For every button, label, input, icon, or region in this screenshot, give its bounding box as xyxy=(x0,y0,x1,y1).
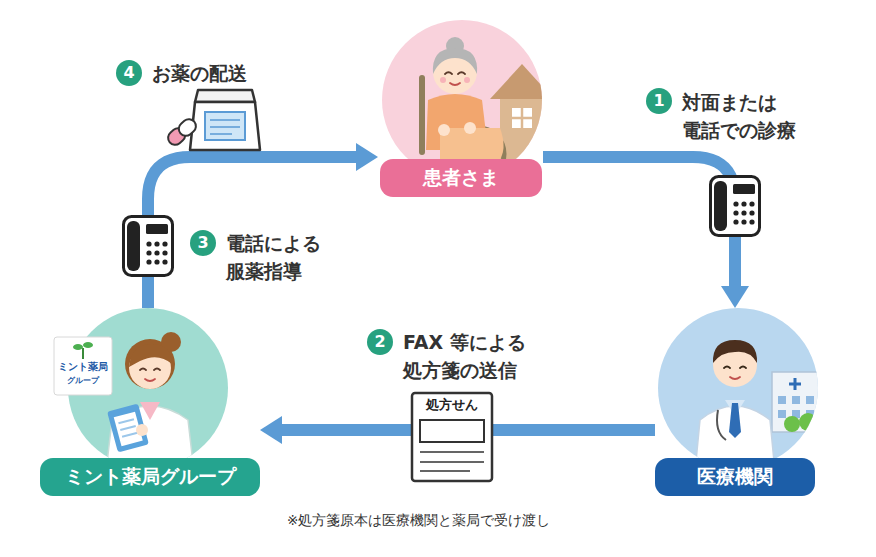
patient-illustration-part-part xyxy=(464,122,476,134)
medicine-bag-part xyxy=(165,116,199,147)
patient-illustration-part-part xyxy=(464,77,470,83)
hospital-illustration-part-part xyxy=(784,416,800,432)
pharmacist-illustration-part-part xyxy=(136,424,148,436)
pharmacist-illustration-part-part xyxy=(145,379,155,381)
pharmacy-logo-part xyxy=(54,337,112,395)
pharmacist-illustration-part xyxy=(106,332,194,472)
node-band: 医療機関 xyxy=(655,458,815,496)
label-box: ※処方箋原本は医療機関と薬局で受け渡し xyxy=(287,511,617,529)
pharmacist-illustration-part-part-part xyxy=(118,419,137,437)
hospital-illustration-part-part xyxy=(772,372,824,432)
label-box: FAX 等による 処方箋の送信 xyxy=(403,328,553,384)
step-text: FAX 等による 処方箋の送信 xyxy=(403,328,553,384)
pharmacist-illustration-part-part xyxy=(107,404,149,453)
label-box: 対面または 電話での診療 xyxy=(682,88,822,144)
hospital-illustration-part-part xyxy=(778,396,786,404)
hospital-illustration xyxy=(658,308,827,472)
prescription-document xyxy=(412,393,492,481)
node-group: 医療機関 xyxy=(655,308,815,496)
phone-icon xyxy=(711,177,760,236)
phone-icon xyxy=(124,217,173,276)
callout-circle: 1 xyxy=(646,88,672,114)
medicine-bag-part xyxy=(190,102,260,150)
patient-illustration-part-part xyxy=(512,108,532,128)
medicine-bag-part xyxy=(205,112,245,140)
step-text: 対面または 電話での診療 xyxy=(682,88,822,144)
medicine-bag-part xyxy=(210,120,240,134)
patient-illustration-part-part xyxy=(512,108,532,128)
medicine-bag-part-part xyxy=(176,116,199,138)
hospital-illustration-part-part xyxy=(789,378,801,390)
hospital-illustration-part-part xyxy=(717,410,726,440)
label-box: 電話による 服薬指導 xyxy=(226,229,356,285)
prescription-document-part xyxy=(412,393,492,481)
node-label: ミント薬局グループ xyxy=(65,464,236,490)
pharmacy-logo-part xyxy=(82,348,84,359)
callout-circle: 2 xyxy=(367,329,393,355)
node-label: 患者さま xyxy=(423,165,499,191)
node-band: 患者さま xyxy=(380,159,542,197)
pharmacy-logo-part xyxy=(73,344,83,350)
hospital-illustration-part-part xyxy=(806,396,814,404)
pharmacist-illustration-part-part xyxy=(140,402,160,420)
step-text: 電話による 服薬指導 xyxy=(226,229,356,285)
pharmacist-illustration-part-part-part xyxy=(107,404,149,453)
pharmacist-illustration-part-part xyxy=(140,369,160,371)
label-box: グループ xyxy=(54,376,112,386)
pharmacy-logo-part xyxy=(83,342,93,348)
pharmacist-illustration-part-part xyxy=(129,344,172,367)
note-text: ※処方箋原本は医療機関と薬局で受け渡し xyxy=(287,511,617,529)
hospital-illustration-part-part xyxy=(729,403,741,438)
hospital-illustration-part-part xyxy=(730,377,740,379)
patient-illustration-part-part xyxy=(490,64,554,99)
logo-text: グループ xyxy=(54,376,112,386)
node-band: ミント薬局グループ xyxy=(40,458,260,496)
flow-arrow xyxy=(543,157,735,287)
patient-illustration-part-part xyxy=(438,124,450,136)
patient-illustration-part-part xyxy=(419,78,425,152)
hospital-illustration-part-part xyxy=(799,413,817,431)
node-group: 患者さま xyxy=(378,18,543,197)
prescription-document-part xyxy=(420,420,484,442)
patient-illustration xyxy=(382,20,554,180)
patient-illustration-part-part xyxy=(445,72,465,74)
node-group: ミント薬局グループ xyxy=(40,308,260,496)
logo-text: ミント薬局 xyxy=(54,361,112,373)
callout-number: 1 xyxy=(653,88,664,114)
label-box: 処方せん xyxy=(412,397,492,413)
pharmacy-logo xyxy=(54,337,112,395)
callout-circle: 3 xyxy=(190,230,216,256)
patient-illustration-part-part xyxy=(450,83,460,85)
medicine-bag-part xyxy=(195,90,255,102)
step-text: お薬の配送 xyxy=(152,59,292,87)
hospital-illustration-part-part xyxy=(792,396,800,404)
hospital-illustration-part-part xyxy=(713,340,757,363)
document-text: 処方せん xyxy=(412,397,492,413)
label-box: ミント薬局 xyxy=(54,361,112,373)
label-box: お薬の配送 xyxy=(152,59,292,87)
node-label: 医療機関 xyxy=(697,464,773,490)
patient-illustration-part-part xyxy=(433,48,477,74)
patient-illustration-part-part xyxy=(440,77,446,83)
hospital-illustration-part-part xyxy=(778,410,786,418)
callout-number: 3 xyxy=(197,230,208,256)
hospital-illustration-part-part xyxy=(813,418,827,432)
patient-illustration-part-part xyxy=(500,96,544,160)
callout-circle: 4 xyxy=(116,60,142,86)
hospital-illustration-part-part xyxy=(724,367,746,369)
connectors xyxy=(148,157,735,430)
callout-number: 2 xyxy=(374,329,385,355)
prescription-document-part xyxy=(420,452,484,471)
hospital-illustration-part xyxy=(695,340,827,472)
flow-arrow xyxy=(148,157,357,308)
callout-number: 4 xyxy=(123,60,134,86)
medicine-bag xyxy=(165,90,260,150)
